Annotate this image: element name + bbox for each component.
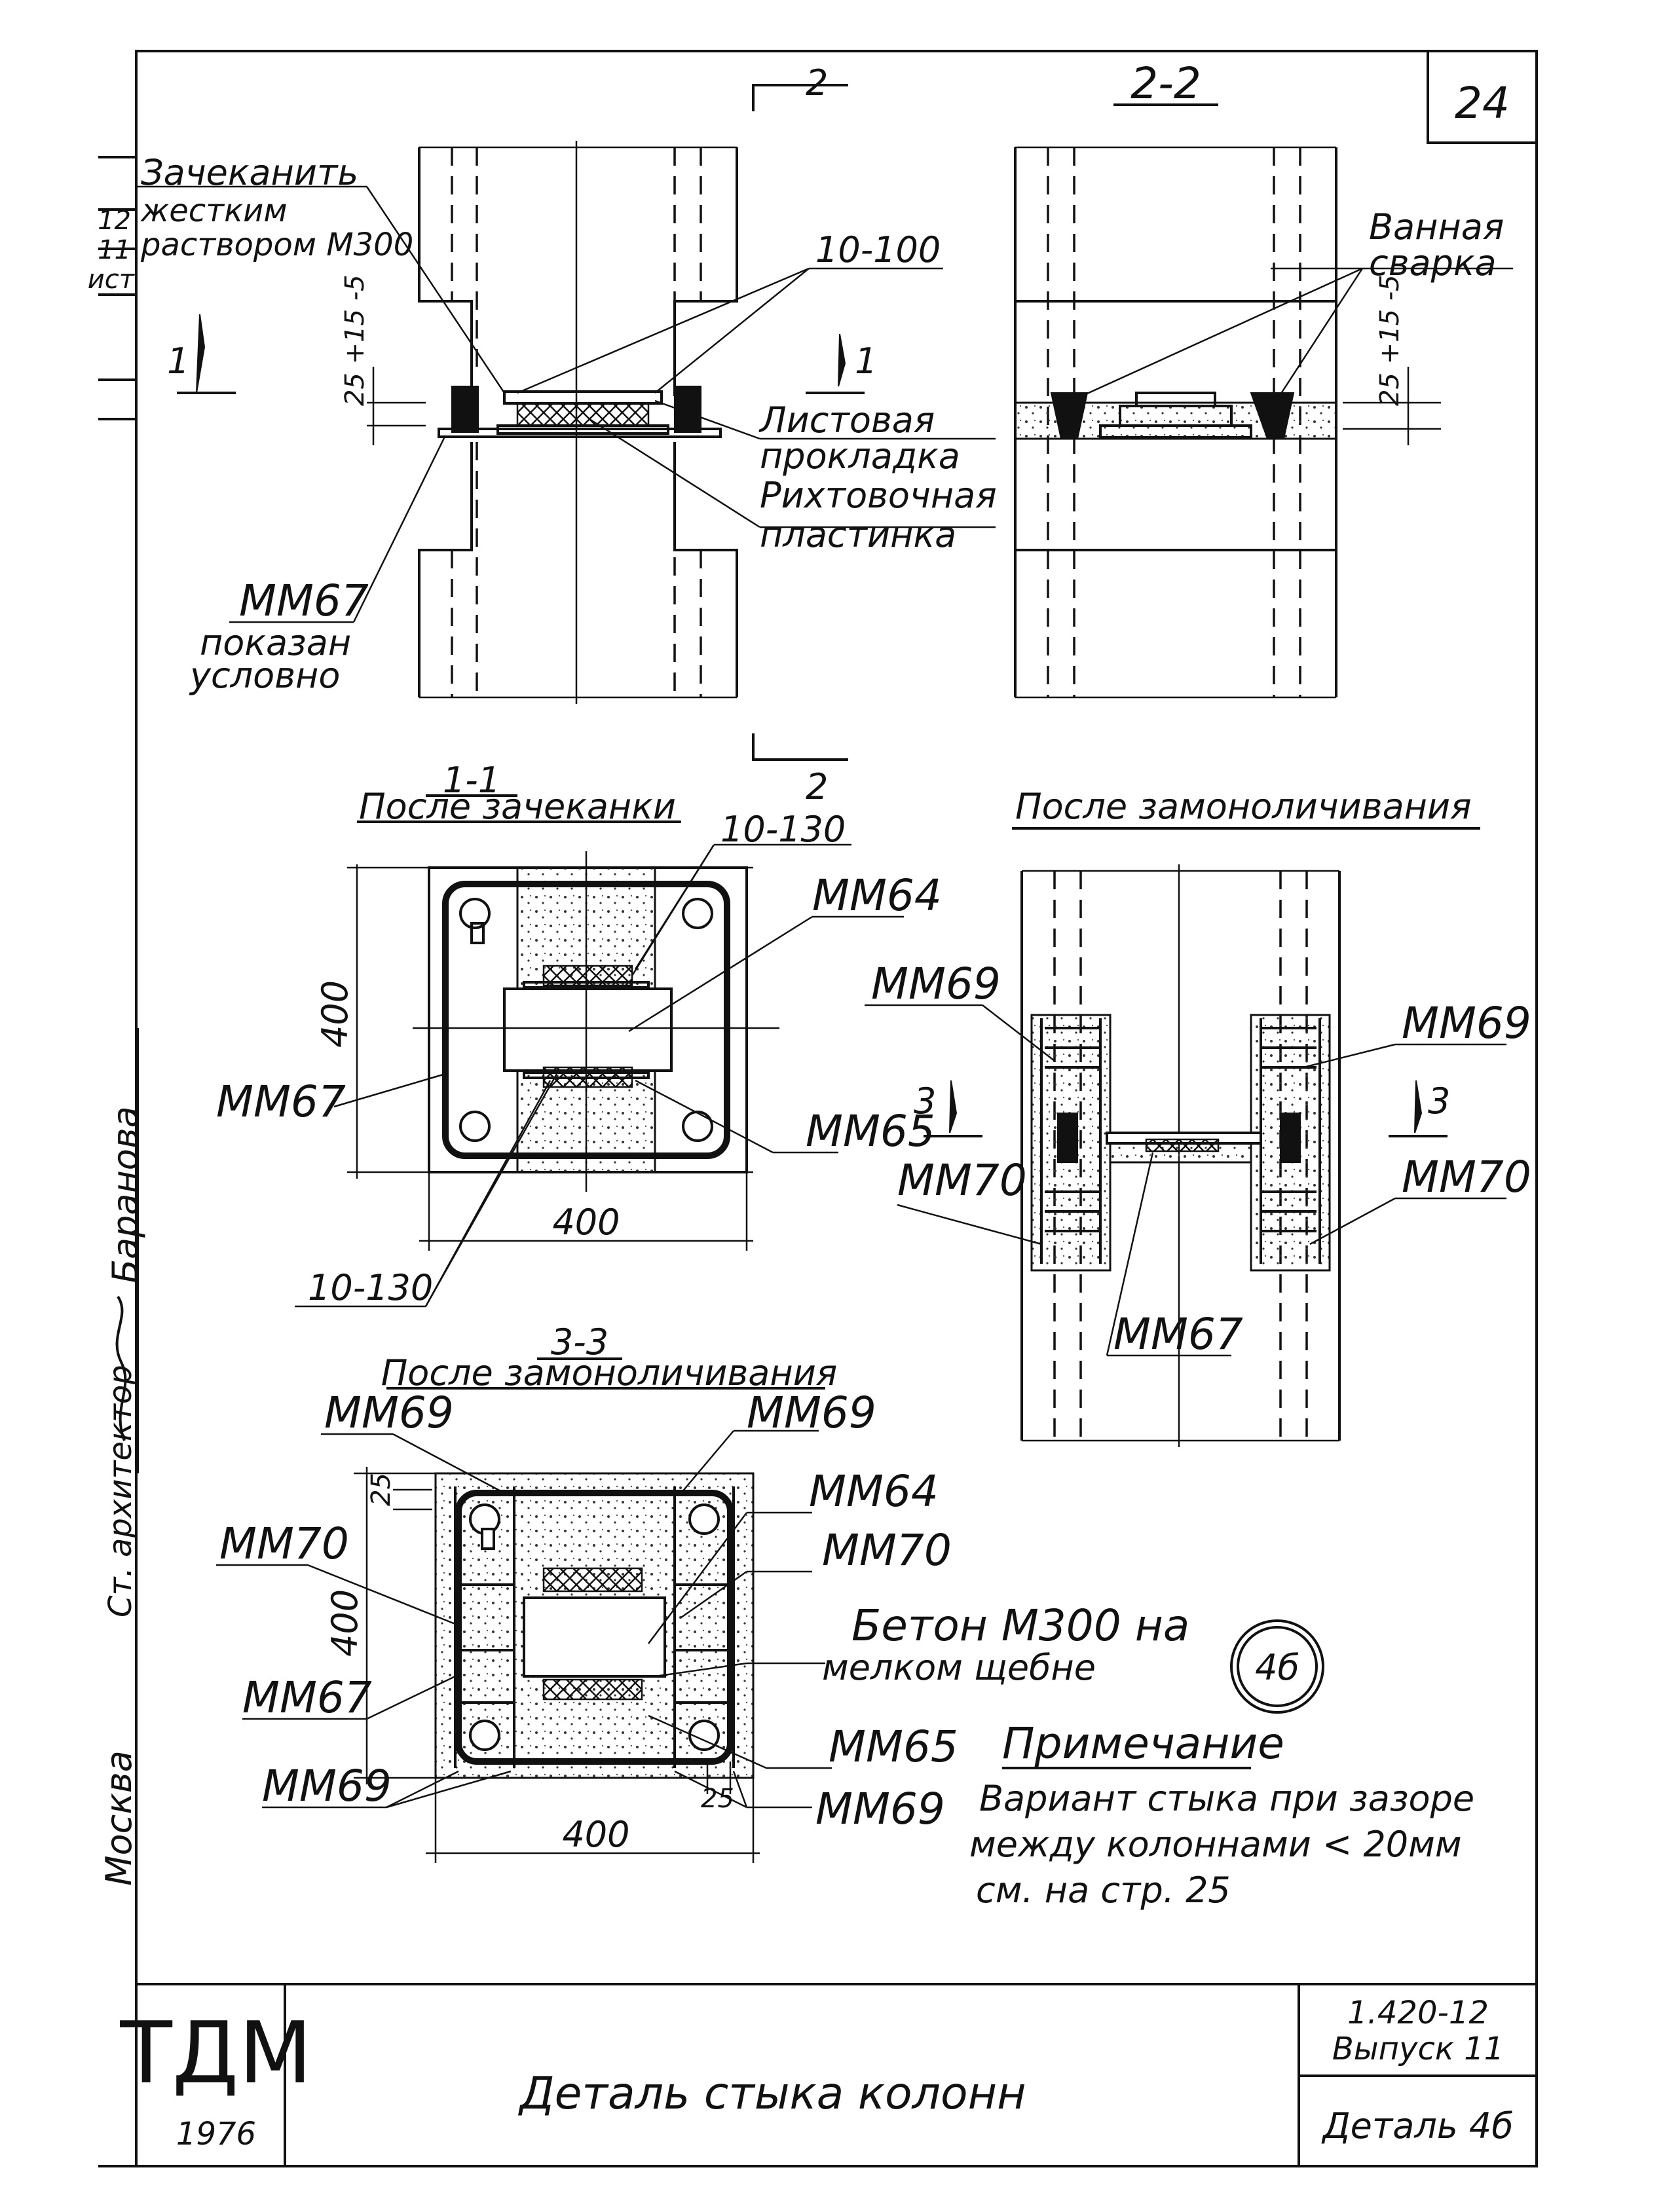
margin-mark-12: 12 <box>98 206 131 236</box>
after-mm67: ММ67 <box>1113 1309 1243 1359</box>
section-3-3-mm70-r: ММ70 <box>822 1525 952 1576</box>
section-1-1-rebar-bottom: 10-130 <box>308 1267 433 1308</box>
after-sec-mark-3-right: 3 <box>1428 1080 1450 1122</box>
section-3-3-subtitle: После замоноличивания <box>381 1352 838 1393</box>
section-3-3-mm65: ММ65 <box>829 1722 958 1772</box>
section-3-3-dim-25-top: 25 <box>366 1473 396 1506</box>
section-1-1-rebar-top: 10-130 <box>720 809 846 850</box>
section-1-1-mm64: ММ64 <box>812 870 942 921</box>
section-1-1-title: 1-1 <box>443 760 500 801</box>
callout-shim-1: Рихтовочная <box>760 475 997 516</box>
callout-shown-2: условно <box>189 655 340 696</box>
issue-label: Выпуск 11 <box>1332 2031 1504 2067</box>
elev-section-mark-1-left: 1 <box>167 341 189 382</box>
detail-label: Деталь 4б <box>1321 2105 1513 2147</box>
after-mm70-left: ММ70 <box>897 1155 1027 1206</box>
detail-circle-label: 4б <box>1255 1647 1299 1688</box>
section-1-1-mm67: ММ67 <box>216 1077 346 1127</box>
elev-cut-mark-2: 2 <box>806 62 828 103</box>
note-line-2: между колоннами < 20мм <box>969 1824 1462 1865</box>
elevation-view <box>138 84 996 704</box>
callout-sheet-pad-2: прокладка <box>760 435 960 477</box>
callout-caulk-1: Зачеканить <box>141 152 358 193</box>
section-1-1-dim-w: 400 <box>552 1202 620 1243</box>
sheet-number: 24 <box>1455 78 1510 128</box>
section-3-3-dim-w: 400 <box>562 1814 629 1855</box>
section-3-3-mm69-tr: ММ69 <box>747 1388 876 1438</box>
year-label: 1976 <box>176 2116 256 2152</box>
section-3-3-title: 3-3 <box>551 1321 608 1363</box>
role-label: Ст. архитектор <box>102 1365 139 1617</box>
callout-mm67: ММ67 <box>239 576 369 626</box>
callout-caulk-2: жестким <box>140 193 288 229</box>
section-3-3-mm70-l: ММ70 <box>219 1519 349 1569</box>
weld-label-1: Ванная <box>1369 206 1504 248</box>
section-1-1-mm65: ММ65 <box>806 1106 935 1156</box>
section-3-3-dim-h: 400 <box>324 1589 365 1657</box>
after-concreting-title: После замоноличивания <box>1015 786 1472 827</box>
person-name: Баранова <box>105 1106 146 1283</box>
section-1-1-cut-mark-2: 2 <box>806 766 828 807</box>
note-heading: Примечание <box>1002 1718 1284 1769</box>
signature-scribble <box>115 1295 127 1441</box>
note-line-3: см. на стр. 25 <box>976 1870 1231 1911</box>
section-2-2-title: 2-2 <box>1130 58 1201 109</box>
elev-section-mark-1-right: 1 <box>855 341 877 382</box>
note-line-1: Вариант стыка при зазоре <box>979 1778 1474 1819</box>
concrete-label-1: Бетон М300 на <box>851 1600 1189 1651</box>
section-3-3-mm69-tl: ММ69 <box>324 1388 454 1438</box>
after-mm69-left: ММ69 <box>871 959 1001 1009</box>
section-3-3-mm67: ММ67 <box>242 1672 372 1723</box>
after-mm69-right: ММ69 <box>1402 998 1531 1048</box>
series-code: 1.420-12 <box>1347 1995 1489 2031</box>
city-label: Москва <box>98 1750 140 1886</box>
section-2-2-dim-gap: 25 +15 -5 <box>1375 274 1405 406</box>
concrete-label-2: мелком щебне <box>822 1647 1096 1688</box>
weld-label-2: сварка <box>1369 242 1497 284</box>
after-mm70-right: ММ70 <box>1402 1152 1531 1202</box>
logo-tdm: ТДМ <box>119 2003 312 2103</box>
section-3-3-mm69-bl: ММ69 <box>262 1761 392 1811</box>
callout-rebar-10-100: 10-100 <box>815 229 941 270</box>
margin-mark-ist: ист <box>88 265 136 295</box>
section-3-3-mm64: ММ64 <box>809 1466 939 1517</box>
section-3-3-mm69-br: ММ69 <box>815 1784 945 1834</box>
section-3-3-dim-25-bottom: 25 <box>701 1784 734 1814</box>
callout-caulk-3: раствором М300 <box>140 227 413 263</box>
callout-sheet-pad-1: Листовая <box>758 399 935 441</box>
section-3-3-view <box>216 1357 1324 1863</box>
sheet-title: Деталь стыка колонн <box>517 2068 1026 2120</box>
callout-shim-2: пластинка <box>760 514 956 555</box>
sheet-frame <box>98 50 1538 2167</box>
section-1-1-subtitle: После зачеканки <box>359 786 676 827</box>
section-2-2-view <box>1014 103 1513 699</box>
section-1-1-view <box>295 733 904 1308</box>
callout-shown-1: показан <box>200 622 351 663</box>
after-concreting-view <box>865 827 1506 1447</box>
margin-mark-11: 11 <box>98 235 131 265</box>
after-sec-mark-3-left: 3 <box>914 1080 936 1122</box>
elev-dim-gap: 25 +15 -5 <box>340 274 370 406</box>
section-1-1-dim-h: 400 <box>314 980 356 1048</box>
